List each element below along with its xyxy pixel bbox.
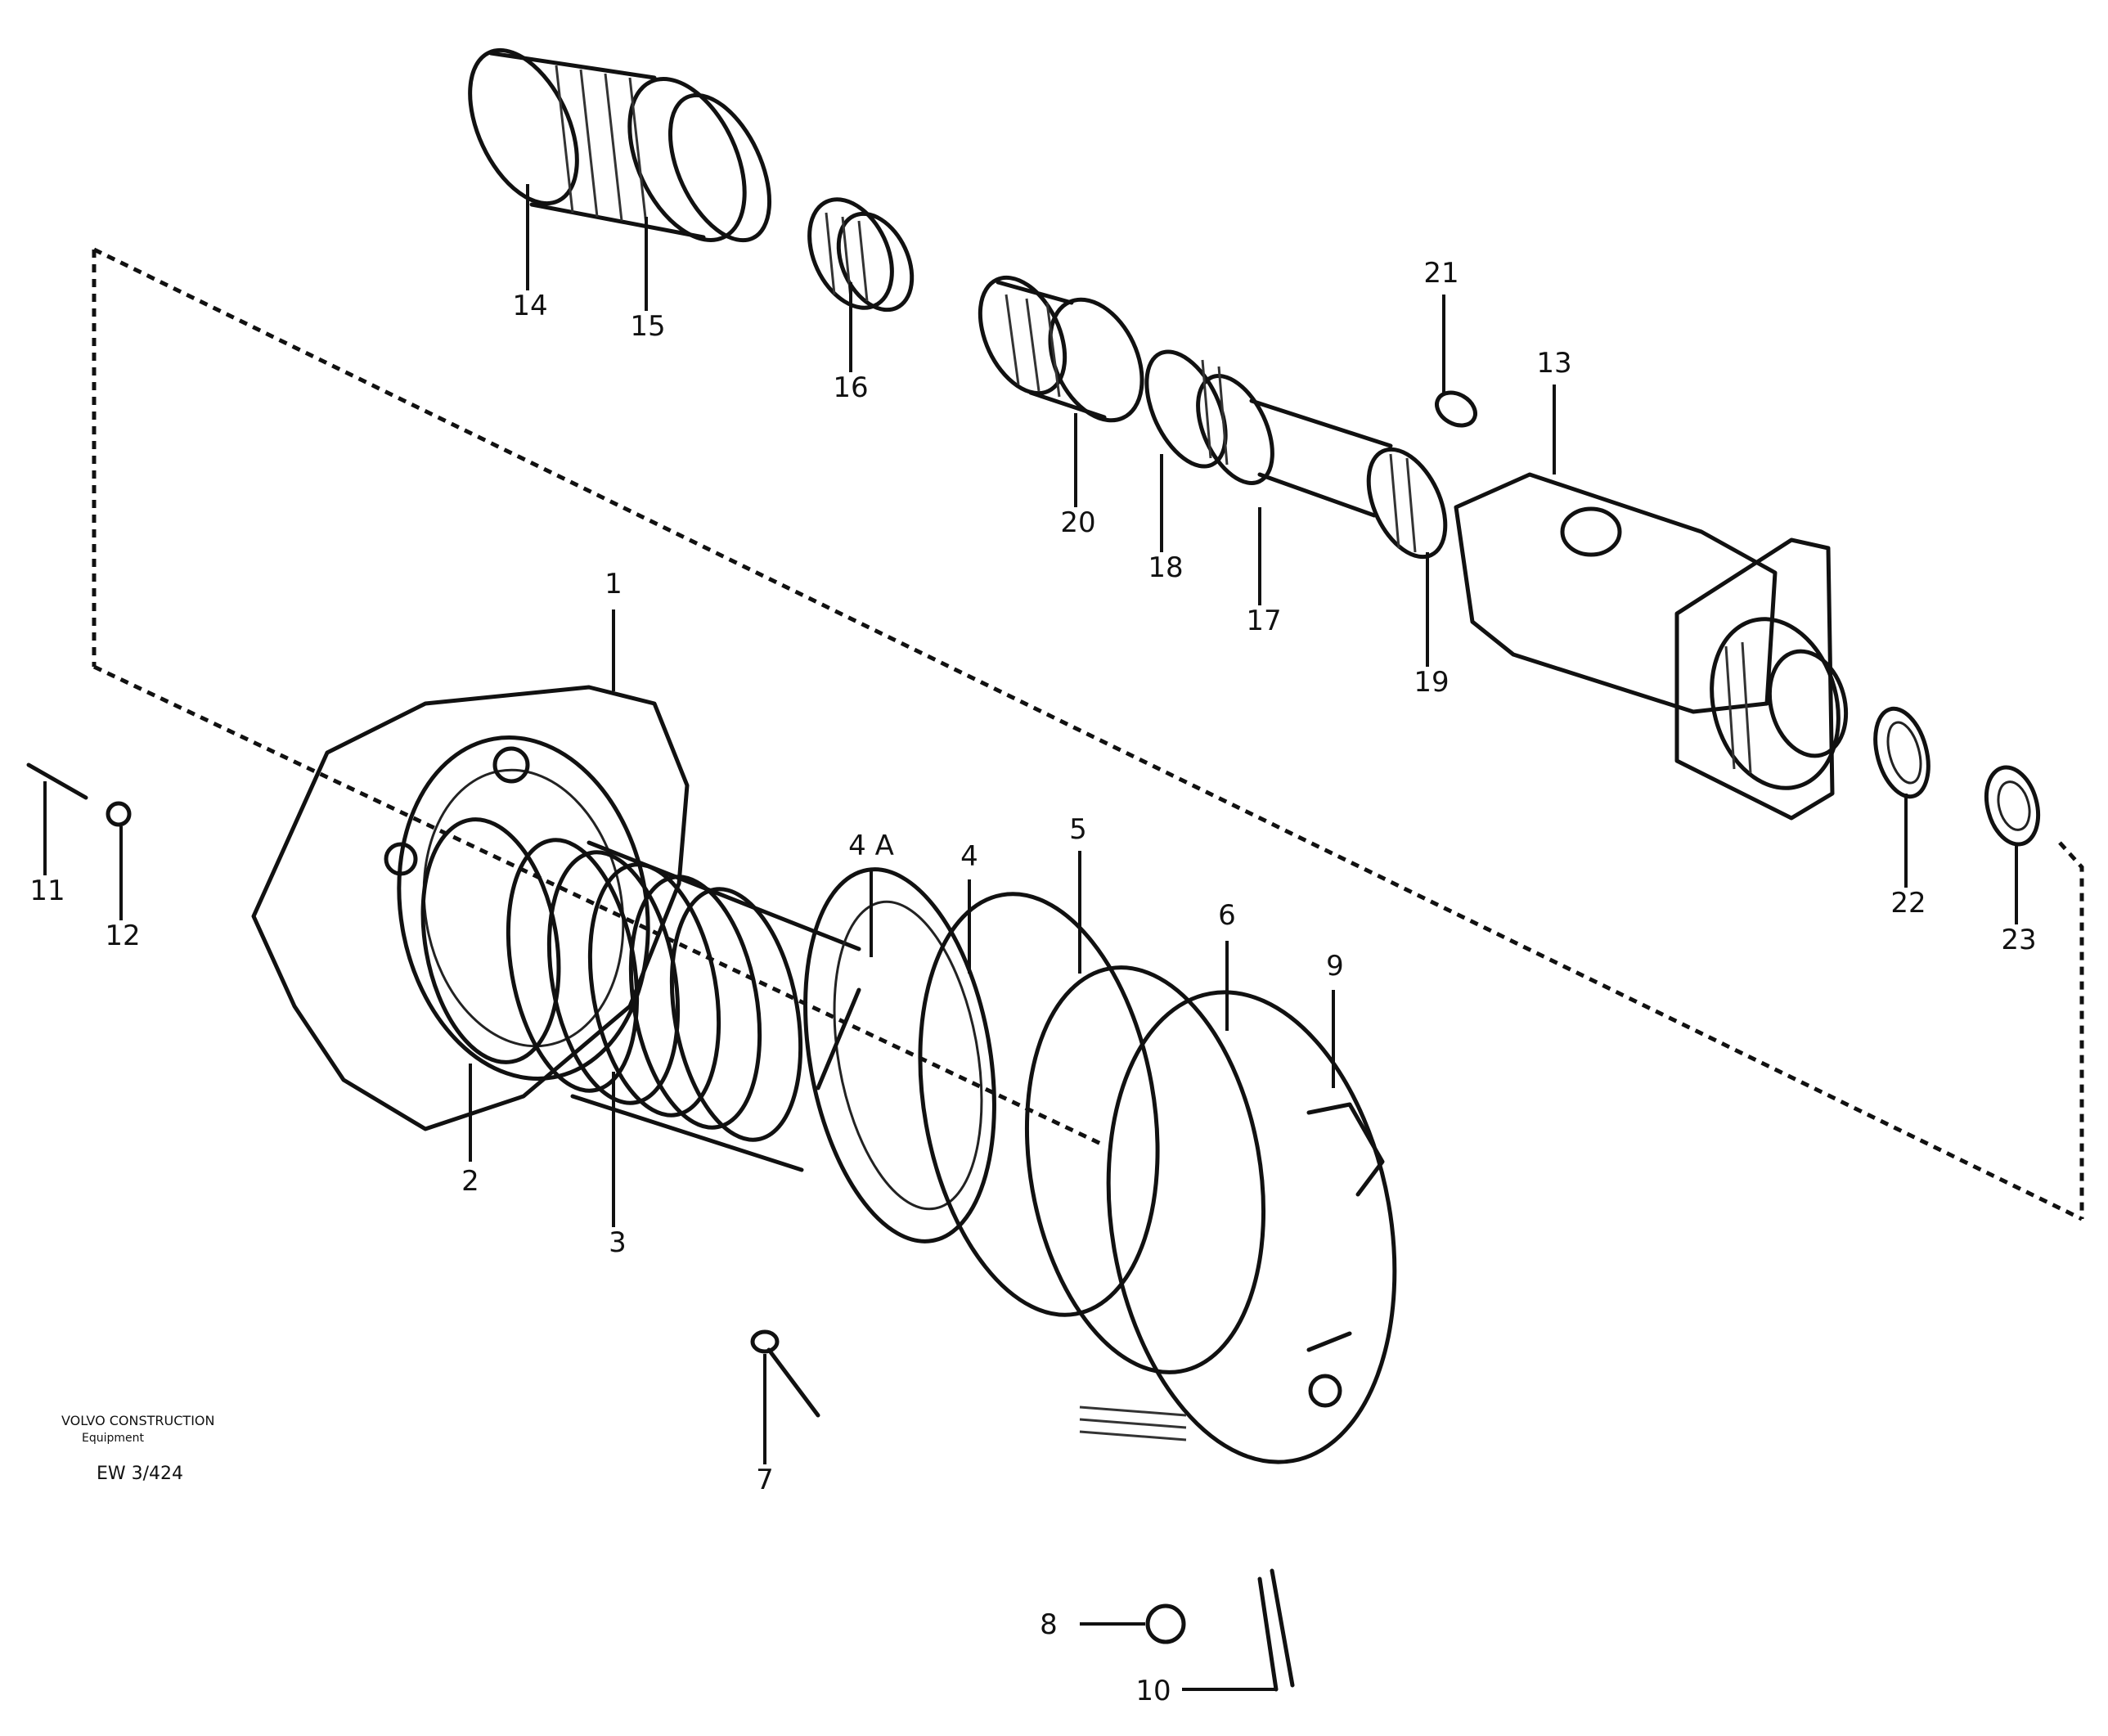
callout-21: 21 — [1423, 257, 1459, 290]
part-15-ring — [667, 92, 772, 243]
part-14-bushing — [468, 47, 747, 242]
part-7-pin — [750, 1329, 820, 1418]
callout-5: 5 — [1069, 813, 1087, 846]
callout-14: 14 — [512, 290, 547, 322]
callout-18: 18 — [1148, 551, 1183, 584]
assembly-boundary — [92, 247, 2084, 1221]
callout-4: 4 — [960, 840, 978, 873]
callout-23: 23 — [2001, 924, 2036, 956]
callout-labels: 14 15 16 20 18 17 19 21 13 22 23 1 4 A 4… — [29, 257, 2036, 1707]
part-4-piston — [803, 867, 996, 1244]
part-8-plug — [1145, 1603, 1186, 1644]
part-9-cover — [1079, 990, 1397, 1464]
callout-7: 7 — [756, 1464, 774, 1496]
part-5-seal — [918, 892, 1160, 1317]
part-23-nut — [1984, 765, 2041, 847]
part-21-fitting — [1435, 390, 1477, 428]
callout-15: 15 — [630, 310, 665, 343]
callout-13: 13 — [1536, 347, 1571, 380]
callout-12: 12 — [105, 920, 140, 952]
reference-stamp: VOLVO CONSTRUCTION Equipment EW 3/424 — [61, 1413, 214, 1484]
part-16-ring — [807, 197, 915, 313]
part-12-washer — [106, 801, 132, 827]
callout-1: 1 — [605, 568, 623, 600]
callout-22: 22 — [1890, 887, 1926, 920]
callout-10: 10 — [1135, 1675, 1171, 1707]
callout-3: 3 — [609, 1226, 627, 1259]
part-13-housing — [1454, 472, 1849, 821]
leader-lines — [43, 184, 2018, 1691]
part-3-disc-pack — [506, 838, 861, 1172]
callout-11: 11 — [29, 875, 65, 907]
stamp-reference: EW 3/424 — [97, 1464, 183, 1484]
part-11-bolt — [26, 762, 88, 800]
callout-4a: 4 A — [848, 830, 894, 862]
callout-19: 19 — [1414, 666, 1449, 699]
part-6-ring — [1024, 965, 1266, 1374]
part-20-sleeve — [978, 275, 1144, 423]
callout-20: 20 — [1060, 506, 1095, 539]
callout-17: 17 — [1246, 605, 1281, 637]
callout-2: 2 — [461, 1165, 479, 1198]
callout-6: 6 — [1218, 899, 1236, 932]
part-10-bolt — [1257, 1568, 1295, 1692]
part-2-o-ring — [420, 817, 561, 1064]
callout-16: 16 — [833, 371, 868, 404]
stamp-line-2: Equipment — [82, 1432, 145, 1445]
stamp-line-1: VOLVO CONSTRUCTION — [61, 1413, 214, 1428]
part-17-shaft — [1144, 349, 1448, 560]
callout-9: 9 — [1326, 950, 1344, 983]
callout-8: 8 — [1040, 1608, 1058, 1641]
part-22-ring — [1873, 706, 1930, 799]
